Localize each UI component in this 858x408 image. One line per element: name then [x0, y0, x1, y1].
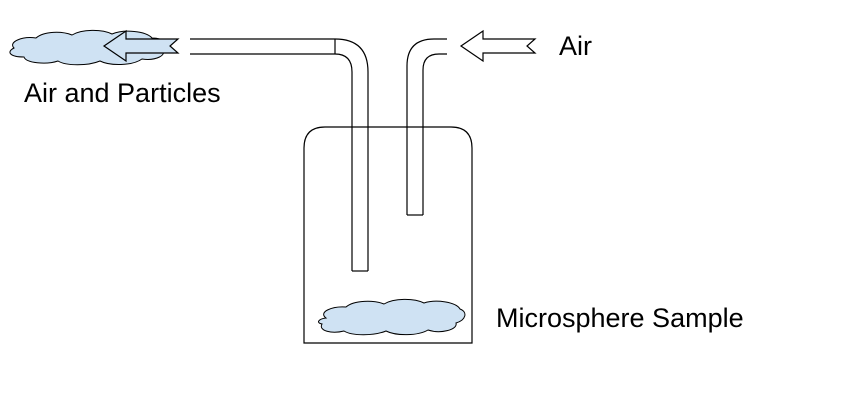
air-and-particles-label: Air and Particles — [24, 78, 221, 108]
outflow-arrow-icon — [102, 29, 180, 63]
outlet-tube — [190, 38, 369, 272]
inlet-tube — [406, 38, 447, 216]
inflow-arrow-icon — [459, 29, 537, 63]
sample-cloud-icon — [318, 298, 466, 336]
air-label: Air — [559, 31, 592, 61]
microsphere-sample-label: Microsphere Sample — [496, 303, 744, 333]
sample-container — [303, 126, 473, 344]
